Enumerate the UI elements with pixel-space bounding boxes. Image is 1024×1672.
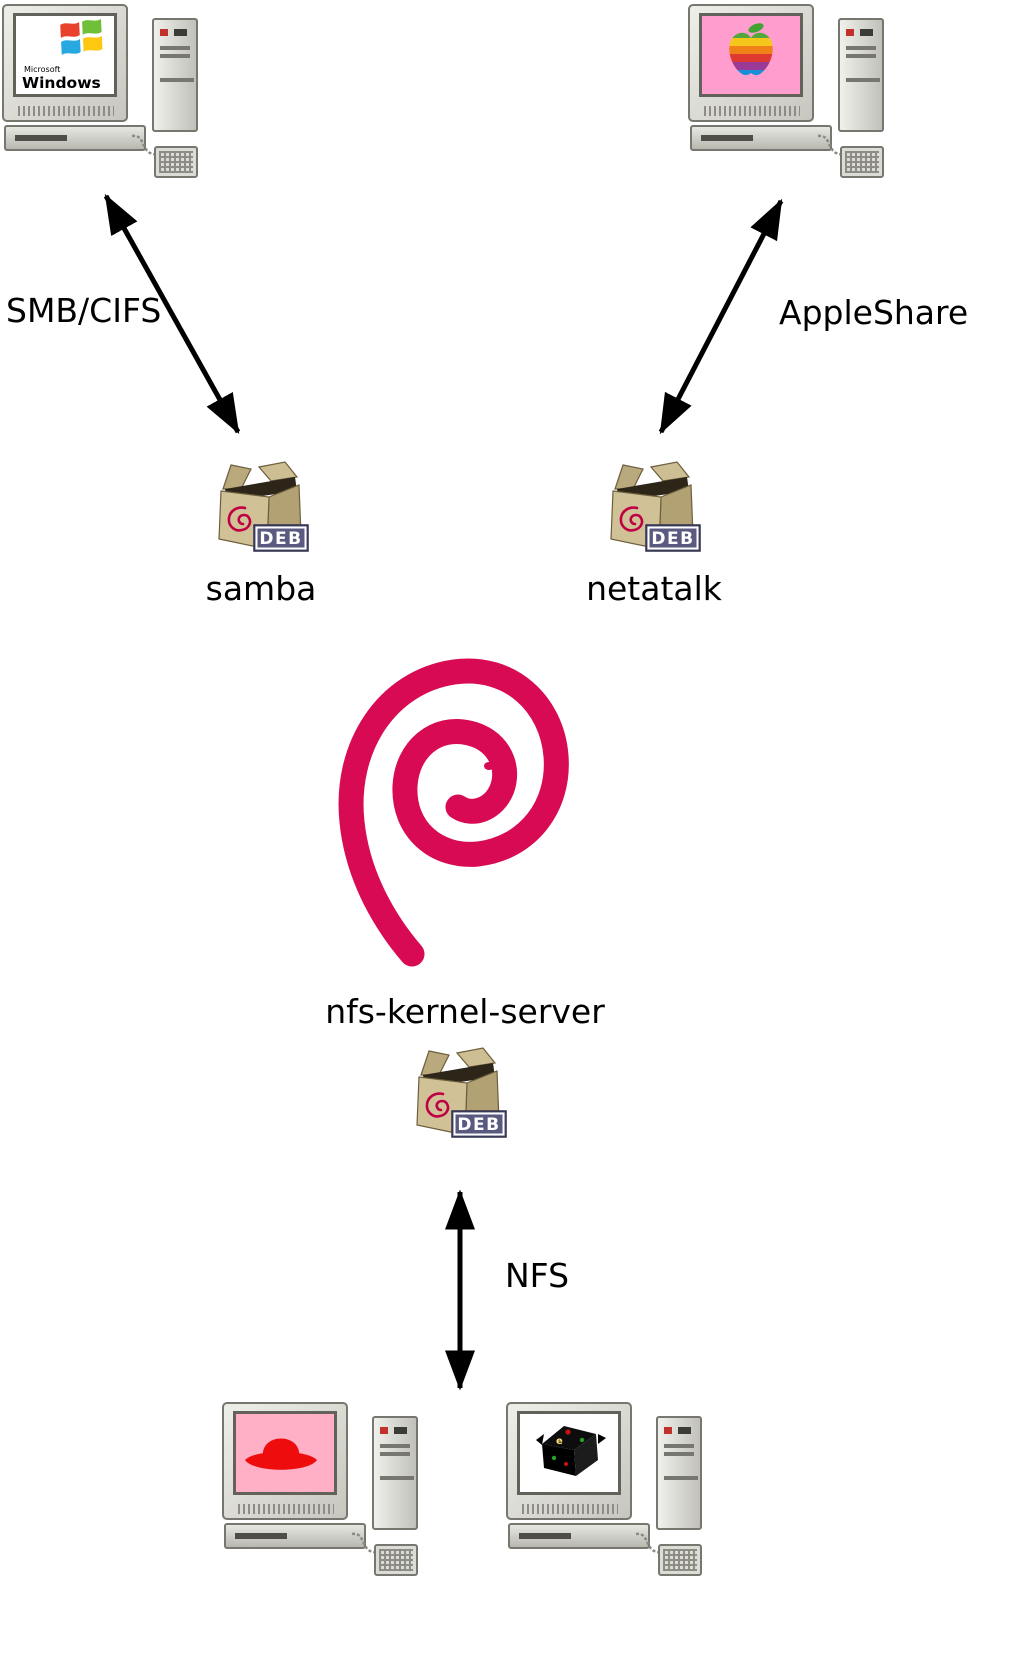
- redhat-computer: [222, 1402, 418, 1580]
- floppy-slot: [701, 135, 753, 141]
- deb-package-icon: DEB: [416, 1047, 507, 1138]
- power-led: [380, 1427, 388, 1434]
- drive-slot: [664, 1444, 694, 1448]
- deb-package-icon: DEB: [610, 461, 701, 552]
- drive-slot: [846, 78, 880, 82]
- drive-slot: [664, 1452, 694, 1456]
- monitor-vents: [18, 106, 114, 116]
- desktop-case: [690, 125, 832, 151]
- drive-led: [860, 29, 873, 36]
- crt-monitor: [222, 1402, 348, 1520]
- microsoft-text: Microsoft: [24, 65, 60, 74]
- keyboard-keys: [663, 1549, 697, 1571]
- keyboard-keys: [159, 151, 193, 173]
- keyboard-cable: [351, 1532, 383, 1554]
- power-led: [664, 1427, 672, 1434]
- drive-slot: [846, 54, 876, 58]
- label-samba: samba: [205, 569, 317, 608]
- debian-swirl-logo: [306, 628, 574, 972]
- tower-case: [152, 18, 198, 132]
- deb-badge: DEB: [457, 1115, 500, 1135]
- crt-monitor: Microsoft Windows: [2, 4, 128, 122]
- monitor-vents: [704, 106, 800, 116]
- drive-led: [678, 1427, 691, 1434]
- windows-logo-icon: Microsoft Windows: [16, 16, 114, 94]
- nfs-kernel-server-package: DEB: [405, 1045, 511, 1143]
- power-led: [846, 29, 854, 36]
- windows-text: Windows: [22, 74, 101, 92]
- mac-computer: [688, 4, 884, 182]
- label-nfs: NFS: [505, 1256, 570, 1295]
- mac-screen: [699, 13, 803, 97]
- samba-package: DEB: [207, 459, 313, 557]
- drive-led: [174, 29, 187, 36]
- crt-monitor: e: [506, 1402, 632, 1520]
- drive-slot: [160, 78, 194, 82]
- bsd-glyph: e: [556, 1436, 563, 1447]
- floppy-slot: [235, 1533, 287, 1539]
- windows-screen: Microsoft Windows: [13, 13, 117, 97]
- apple-logo-icon: [702, 16, 800, 94]
- keyboard-keys: [845, 151, 879, 173]
- bsd-computer: e: [506, 1402, 702, 1580]
- label-appleshare: AppleShare: [779, 293, 969, 332]
- netatalk-package: DEB: [599, 459, 705, 557]
- drive-slot: [160, 46, 190, 50]
- keyboard-cable: [635, 1532, 667, 1554]
- redhat-screen: [233, 1411, 337, 1495]
- deb-badge: DEB: [651, 529, 694, 549]
- drive-led: [394, 1427, 407, 1434]
- keyboard-keys: [379, 1549, 413, 1571]
- crt-monitor: [688, 4, 814, 122]
- tower-case: [656, 1416, 702, 1530]
- debian-swirl-icon: [338, 658, 569, 967]
- drive-slot: [380, 1452, 410, 1456]
- monitor-vents: [522, 1504, 618, 1514]
- label-nfs-kernel-server: nfs-kernel-server: [325, 992, 605, 1031]
- keyboard: [374, 1544, 418, 1576]
- desktop-case: [508, 1523, 650, 1549]
- desktop-case: [224, 1523, 366, 1549]
- drive-slot: [380, 1444, 410, 1448]
- monitor-vents: [238, 1504, 334, 1514]
- deb-badge: DEB: [259, 529, 302, 549]
- deb-package-icon: DEB: [218, 461, 309, 552]
- keyboard: [658, 1544, 702, 1576]
- floppy-slot: [519, 1533, 571, 1539]
- drive-slot: [846, 46, 876, 50]
- bsd-screen: e: [517, 1411, 621, 1495]
- keyboard-cable: [817, 134, 849, 156]
- label-netatalk: netatalk: [586, 569, 722, 608]
- label-smb-cifs: SMB/CIFS: [6, 291, 162, 330]
- tower-case: [372, 1416, 418, 1530]
- drive-slot: [380, 1476, 414, 1480]
- windows-computer: Microsoft Windows: [2, 4, 198, 182]
- arrow-appleshare: [658, 198, 784, 435]
- floppy-slot: [15, 135, 67, 141]
- keyboard: [840, 146, 884, 178]
- keyboard: [154, 146, 198, 178]
- desktop-case: [4, 125, 146, 151]
- keyboard-cable: [131, 134, 163, 156]
- tower-case: [838, 18, 884, 132]
- bsd-daemon-icon: e: [520, 1414, 618, 1492]
- drive-slot: [664, 1476, 698, 1480]
- drive-slot: [160, 54, 190, 58]
- redhat-logo-icon: [236, 1414, 334, 1492]
- power-led: [160, 29, 168, 36]
